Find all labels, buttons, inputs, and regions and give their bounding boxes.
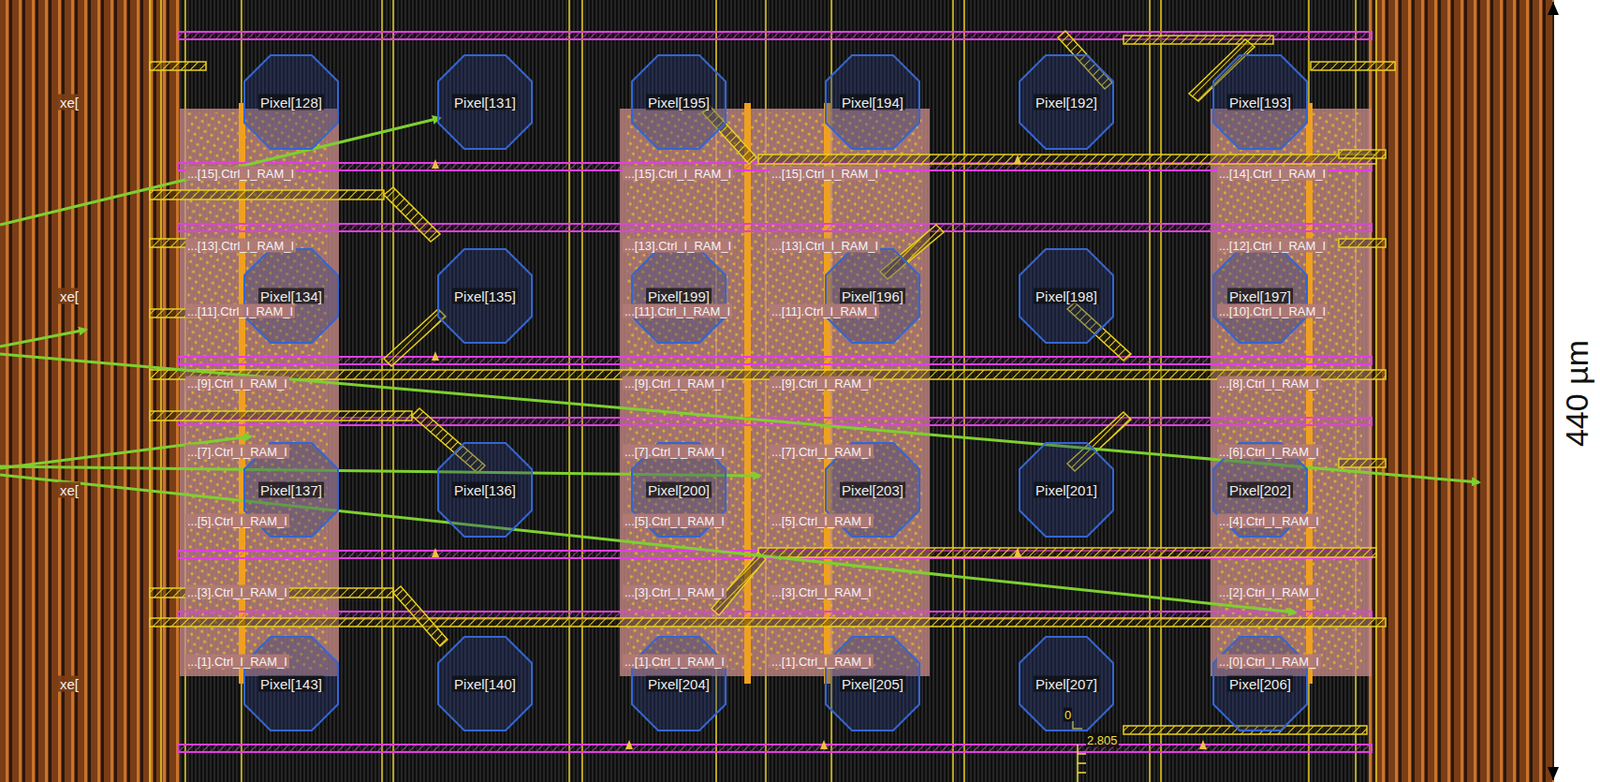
cell-instance-name: ...[4].Ctrl_I_RAM_I xyxy=(1217,513,1322,529)
cell-instance-name: ...[5].Ctrl_I_RAM_I xyxy=(622,513,727,529)
cell-instance-name: ...[15].Ctrl_I_RAM_I xyxy=(622,166,734,181)
ruler-mark: 2.805 xyxy=(1086,733,1119,748)
pixel-name: Pixel[197] xyxy=(1227,288,1293,305)
pixel-pad: Pixel[205] xyxy=(823,634,922,733)
pixel-pad: Pixel[131] xyxy=(436,53,534,151)
pixel-pad: Pixel[143] xyxy=(242,634,340,733)
clipped-pixel-name: xe[ xyxy=(58,675,81,692)
cell-instance-name: ...[13].Ctrl_I_RAM_I xyxy=(622,238,734,253)
cell-instance-name: ...[9].Ctrl_I_RAM_I xyxy=(769,376,874,391)
dimension-label: 440 µm xyxy=(1558,339,1596,447)
pixel-name: Pixel[200] xyxy=(645,482,712,499)
cell-instance-name: ...[11].Ctrl_I_RAM_I xyxy=(622,304,733,319)
pixel-pad: Pixel[193] xyxy=(1211,53,1309,151)
cell-instance-name: ...[1].Ctrl_I_RAM_I xyxy=(769,654,874,669)
cell-instance-name: ...[2].Ctrl_I_RAM_I xyxy=(1217,585,1322,600)
pixel-pad: Pixel[206] xyxy=(1211,634,1309,733)
cell-instance-name: ...[9].Ctrl_I_RAM_I xyxy=(622,376,727,391)
pixel-pad: Pixel[194] xyxy=(823,53,922,151)
pixel-pad: Pixel[197] xyxy=(1211,247,1309,345)
cell-instance-name: ...[3].Ctrl_I_RAM_I xyxy=(185,585,290,600)
pixel-name: Pixel[136] xyxy=(452,482,518,499)
pixel-name: Pixel[199] xyxy=(645,288,712,305)
cell-instance-name: ...[7].Ctrl_I_RAM_I xyxy=(769,444,874,459)
cell-instance-name: ...[1].Ctrl_I_RAM_I xyxy=(622,654,727,669)
pixel-pad: Pixel[199] xyxy=(630,247,728,345)
pixel-pad: Pixel[196] xyxy=(823,247,922,345)
pixel-pad: Pixel[128] xyxy=(242,53,340,151)
pixel-name: Pixel[143] xyxy=(258,675,324,692)
cell-instance-name: ...[11].Ctrl_I_RAM_I xyxy=(769,304,880,319)
cell-instance-name: ...[14].Ctrl_I_RAM_I xyxy=(1217,166,1328,181)
pixel-name: Pixel[202] xyxy=(1227,482,1293,499)
ruler-mark: 0 xyxy=(1063,707,1072,722)
pixel-name: Pixel[201] xyxy=(1033,482,1100,499)
pixel-name: Pixel[135] xyxy=(452,288,518,305)
pixel-name: Pixel[137] xyxy=(258,482,324,499)
cell-instance-name: ...[10].Ctrl_I_RAM_I xyxy=(1217,304,1328,319)
cell-instance-name: ...[12].Ctrl_I_RAM_I xyxy=(1217,238,1328,253)
cell-instance-name: ...[1].Ctrl_I_RAM_I xyxy=(185,654,290,669)
pixel-name: Pixel[134] xyxy=(258,288,324,305)
cell-instance-name: ...[3].Ctrl_I_RAM_I xyxy=(622,585,727,600)
cell-instance-name: ...[3].Ctrl_I_RAM_I xyxy=(769,585,874,600)
cell-instance-name: ...[13].Ctrl_I_RAM_I xyxy=(185,238,296,253)
cell-instance-name: ...[9].Ctrl_I_RAM_I xyxy=(185,376,290,391)
pixel-pad: Pixel[140] xyxy=(436,634,534,733)
pixel-pad: Pixel[198] xyxy=(1017,247,1116,345)
pixel-name: Pixel[207] xyxy=(1033,675,1100,692)
clipped-pixel-name: xe[ xyxy=(58,94,81,111)
pixel-name: Pixel[206] xyxy=(1227,675,1293,692)
cell-instance-name: ...[8].Ctrl_I_RAM_I xyxy=(1217,376,1322,391)
pixel-pad: Pixel[192] xyxy=(1017,53,1116,151)
pixel-name: Pixel[128] xyxy=(258,94,324,111)
pixel-name: Pixel[204] xyxy=(645,675,712,692)
pixel-pad: Pixel[134] xyxy=(242,247,340,345)
pixel-pad: Pixel[201] xyxy=(1017,440,1116,539)
pixel-name: Pixel[193] xyxy=(1227,94,1293,111)
cell-instance-name: ...[5].Ctrl_I_RAM_I xyxy=(769,513,874,529)
pixel-pad: Pixel[135] xyxy=(436,247,534,345)
clipped-pixel-name: xe[ xyxy=(58,288,81,305)
pixel-name: Pixel[192] xyxy=(1033,94,1100,111)
cell-instance-name: ...[5].Ctrl_I_RAM_I xyxy=(185,513,290,529)
cell-instance-name: ...[0].Ctrl_I_RAM_I xyxy=(1217,654,1322,669)
pixel-pad: Pixel[204] xyxy=(630,634,728,733)
pixel-name: Pixel[196] xyxy=(839,288,906,305)
pixel-name: Pixel[205] xyxy=(839,675,906,692)
pixel-pad: Pixel[195] xyxy=(630,53,728,151)
pixel-name: Pixel[194] xyxy=(839,94,906,111)
cell-instance-name: ...[15].Ctrl_I_RAM_I xyxy=(185,166,296,181)
pixel-name: Pixel[203] xyxy=(839,482,906,499)
clipped-pixel-name: xe[ xyxy=(58,482,81,499)
pixel-name: Pixel[131] xyxy=(452,94,518,111)
cell-instance-name: ...[15].Ctrl_I_RAM_I xyxy=(769,166,881,181)
cell-instance-name: ...[7].Ctrl_I_RAM_I xyxy=(622,444,727,459)
pixel-name: Pixel[198] xyxy=(1033,288,1100,305)
pixel-name: Pixel[140] xyxy=(452,675,518,692)
cell-instance-name: ...[6].Ctrl_I_RAM_I xyxy=(1217,444,1322,459)
pixel-name: Pixel[195] xyxy=(645,94,712,111)
cell-instance-name: ...[7].Ctrl_I_RAM_I xyxy=(185,444,290,459)
cell-instance-name: ...[13].Ctrl_I_RAM_I xyxy=(769,238,881,253)
cell-instance-name: ...[11].Ctrl_I_RAM_I xyxy=(185,304,295,319)
pixel-pad: Pixel[136] xyxy=(436,440,534,539)
